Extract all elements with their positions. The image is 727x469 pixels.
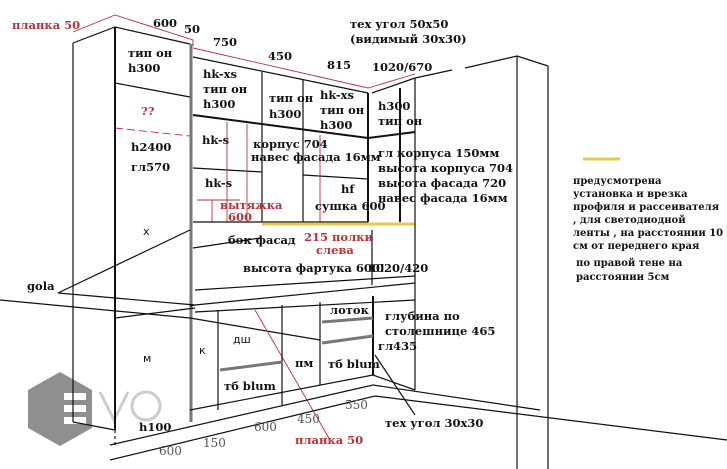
pointer-lines [0,229,416,441]
dsh-label: дш [233,333,251,346]
tall-h300: h300 [128,61,160,75]
tb-blum-2: тб blum [224,379,276,393]
depth-label-1: глубина по [385,309,460,323]
led-note: предусмотрена установка и врезка профиля… [573,176,723,283]
dim-550: 550 [345,398,368,412]
tall-h2400: h2400 [131,140,171,154]
m-label: м [143,352,151,365]
upper-c4-a: h300 [378,99,410,113]
note-line: предусмотрена [573,176,662,187]
right-spec-3: высота фасада 720 [378,176,506,190]
right-spec-4: навес фасада 16мм [378,191,508,205]
upper-c1-c: h300 [203,97,235,111]
tech-corner-label-1: тех угол 50x50 [350,17,448,31]
right-spec-2: высота корпуса 704 [378,161,513,175]
depth-label-3: гл435 [378,339,417,353]
upper-c3-a: hk-xs [320,88,354,102]
dim-50-top: 50 [184,22,200,36]
tall-question: ?? [141,104,155,118]
dim-750: 750 [213,35,237,49]
evo-logo [28,372,162,446]
upper-c1-b: тип он [203,82,248,96]
tray-label: лоток [330,303,370,317]
tall-type: тип он [128,46,173,60]
upper-c4-b: тип он [378,114,423,128]
base-cabinets [109,296,727,461]
dim-450-top: 450 [268,49,292,63]
dim-150: 150 [203,436,226,450]
label-planka-top: планка 50 [12,18,80,32]
upper-c2-b: h300 [269,107,301,121]
dryer-label: сушка 600 [315,199,386,213]
dim-600-top: 600 [153,16,177,30]
hf-label: hf [341,182,355,196]
hood-label: вытяжка [220,198,283,212]
note-line: ленты , на расстоянии 10 [573,228,723,239]
tech-corner-label-2: (видимый 30x30) [350,32,467,46]
apron-height: высота фартука 600! [243,261,385,275]
hks-2: hk-s [205,176,232,190]
dim-600-base: 600 [254,420,277,434]
pm-label: пм [295,356,313,370]
gola-label: gola [27,279,55,293]
tb-blum-1: тб blum [328,357,380,371]
dim-450-base: 450 [297,412,320,426]
dim-1020-420: 1020/420 [368,261,428,275]
x-mark: х [143,225,150,238]
hks-1: hk-s [202,133,229,147]
dim-1020-670: 1020/670 [372,60,432,74]
tech-corner-bottom: тех угол 30x30 [385,416,483,430]
note-line: расстоянии 5см [576,272,670,283]
body-704: корпус 704 [253,137,328,151]
dim-600-bottom: 600 [159,444,182,458]
upper-c1-a: hk-xs [203,67,237,81]
right-spec-1: гл корпуса 150мм [378,146,499,160]
note-line: см от переднего края [573,241,700,252]
dim-815: 815 [327,58,351,72]
tall-depth: гл570 [131,160,170,174]
upper-c3-b: тип он [320,103,365,117]
upper-cabinets [192,56,416,226]
note-line: установка и врезка [573,189,688,200]
side-facade-label: бок фасад [228,233,296,247]
note-line: по правой тене на [576,258,683,269]
note-line: , для светодиодной [573,215,686,226]
k-label: к [199,344,206,357]
hood-size: 600 [228,210,252,224]
upper-c3-c: h300 [320,118,352,132]
h100-label: h100 [139,420,171,434]
body-overlay: навес фасада 16мм [251,150,381,164]
right-tall-cabinet [371,55,549,469]
top-planka-lines [72,14,416,89]
depth-label-2: столешнице 465 [385,324,495,338]
tall-cabinet [72,26,193,445]
upper-c2-a: тип он [269,91,314,105]
note-line: профиля и рассеивателя [573,202,720,213]
shelves-label-2: слева [316,243,354,257]
planka-bottom: планка 50 [295,433,363,447]
shelves-label-1: 215 полки [304,230,374,244]
